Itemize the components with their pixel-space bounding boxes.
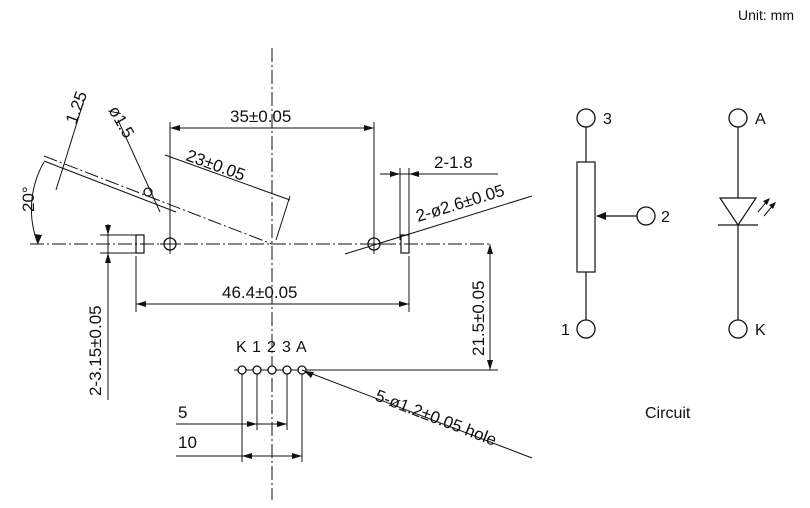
circuit-diagram: 3 1 2 A K Circuit [561, 108, 776, 422]
led-terminal-a [728, 108, 748, 128]
led-label-a: A [755, 111, 766, 128]
dim-464: 46.4±0.05 [222, 283, 298, 302]
dim-35: 35±0.05 [230, 107, 291, 126]
led-label-k: K [755, 322, 766, 339]
arrow-315-top [105, 225, 111, 235]
pin-hole-2 [267, 365, 277, 375]
arrow-10-left [242, 453, 252, 459]
pin-label-1: 1 [252, 339, 261, 356]
pot-terminal-3 [576, 108, 596, 128]
pot-terminal-1 [576, 319, 596, 339]
arrow-215-top [487, 244, 493, 254]
led-triangle [718, 197, 758, 227]
unit-label: Unit: mm [738, 7, 794, 23]
led-light-arrow-2 [769, 202, 776, 209]
dim-line-23 [164, 154, 291, 201]
arrow-215-bottom [487, 360, 493, 370]
pot-label-1: 1 [561, 322, 570, 339]
arrow-5-right [277, 421, 287, 427]
pot-label-3: 3 [603, 111, 612, 128]
led-terminal-k [728, 319, 748, 339]
dim125-line [55, 99, 85, 191]
rotated-centerline-offset [43, 160, 177, 213]
dim-angle-20: 20° [19, 186, 38, 212]
pin-label-3: 3 [282, 339, 291, 356]
pin-hole-3 [282, 365, 292, 375]
arrow-35-left [170, 125, 180, 131]
dim-5-dia12: 5-ø1.2±0.05 hole [373, 386, 500, 450]
circuit-caption: Circuit [645, 405, 691, 422]
slot-left [135, 234, 145, 254]
dia12-leader [301, 369, 533, 459]
pin-label-k: K [236, 339, 247, 356]
arrow-35-right [364, 125, 374, 131]
arrow-dia12 [304, 371, 314, 378]
pin-hole-1 [252, 365, 262, 375]
pot-label-2: 2 [661, 209, 670, 226]
pot-terminal-2 [636, 206, 656, 226]
rotated-centerline [43, 155, 273, 245]
led-light-arrow-1 [763, 198, 770, 205]
dim-23: 23±0.05 [184, 146, 248, 185]
dim-2-dia26: 2-ø2.6±0.05 [414, 181, 507, 226]
dia15-leader [117, 119, 161, 213]
dim-2-315: 2-3.15±0.05 [86, 305, 105, 396]
arrow-18-left [390, 171, 400, 177]
dim-dia15: ø1.5 [105, 103, 138, 142]
pin-hole-k [237, 365, 247, 375]
arrow-464-left [136, 301, 146, 307]
dia26-leader [344, 195, 533, 255]
dim-125: 1.25 [62, 89, 91, 127]
ext-23 [275, 195, 291, 241]
dim-pitch-5: 5 [178, 403, 187, 422]
pot-body [576, 161, 596, 273]
dim-215: 21.5±0.05 [469, 280, 488, 356]
pot-wiper-arrow [596, 212, 606, 220]
dim-2-18: 2-1.8 [434, 153, 473, 172]
arrow-18-right [409, 171, 419, 177]
arrow-10-right [292, 453, 302, 459]
dim-pitch-10: 10 [178, 433, 197, 452]
pin-label-a: A [296, 339, 307, 356]
pin-label-2: 2 [267, 339, 276, 356]
mounting-drawing: ø1.5 1.25 20° 35±0.05 23±0.05 2-1.8 2-ø2… [19, 48, 533, 500]
arrow-464-right [399, 301, 409, 307]
angle-arrow-bottom [34, 234, 42, 244]
arrow-315-bottom [105, 253, 111, 263]
arrow-5-left [247, 421, 257, 427]
